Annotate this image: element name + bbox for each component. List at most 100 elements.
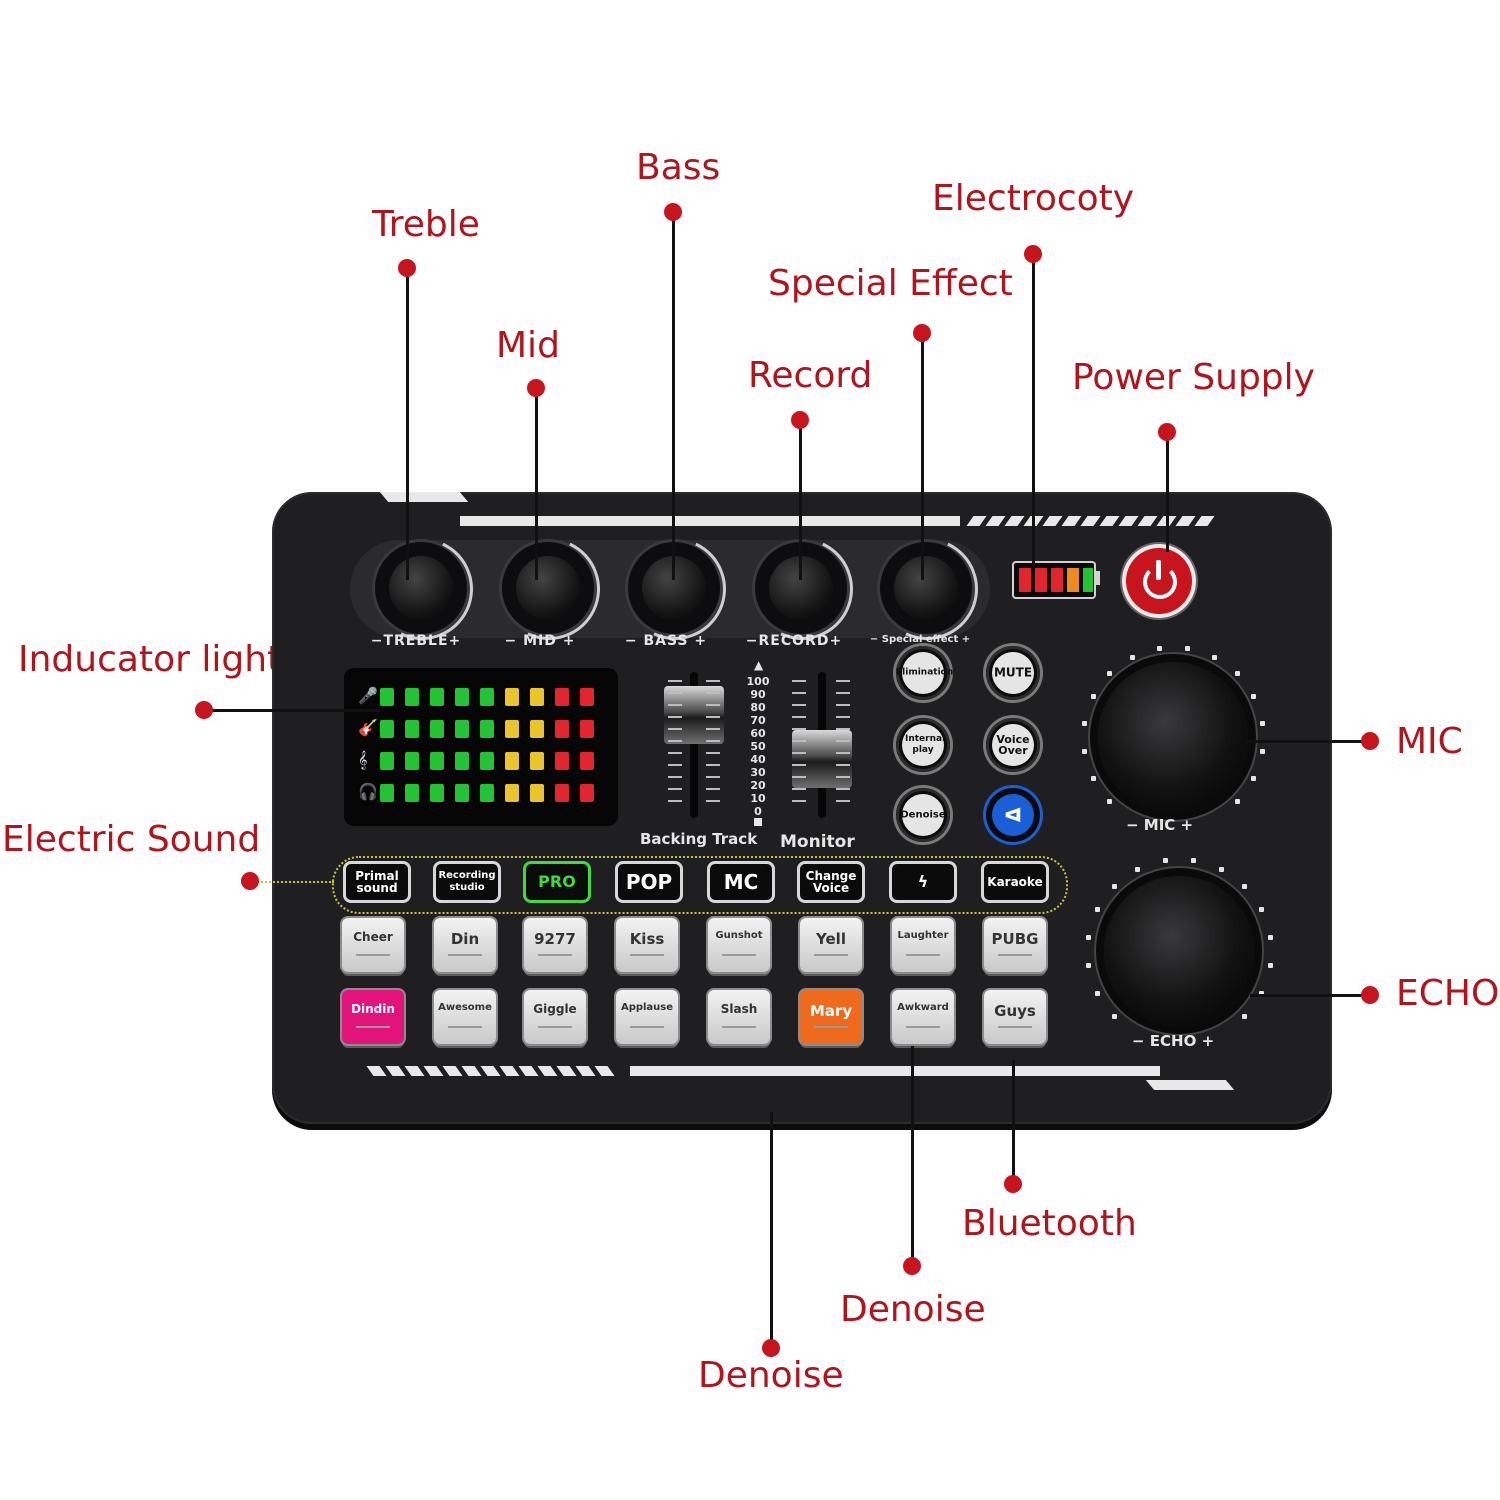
fader-tick-mark [706,740,720,742]
callout-record: Record [748,355,873,396]
level-led [430,688,444,706]
effect-button--[interactable]: ϟ [892,864,954,900]
backing-track-fader[interactable] [664,686,724,744]
level-led [530,752,544,770]
music-note-icon: 𝄞 [358,750,368,769]
pad-dindin[interactable]: Dindin [342,990,404,1044]
echo-knob-label: − ECHO + [1132,1032,1215,1050]
level-led [580,784,594,802]
pad-awesome[interactable]: Awesome [434,990,496,1044]
knob-tick-dot [1191,858,1197,864]
knob-tick-dot [1242,1014,1248,1020]
fader-tick-mark [792,752,806,754]
bass-knob[interactable] [609,523,741,655]
effect-button-primal-sound[interactable]: Primal sound [346,864,408,900]
knob-tick-dot [1185,646,1191,652]
leader-power-supply [1166,432,1169,552]
leader-denoise-lower [770,1112,773,1348]
fader-tick-mark [792,728,806,730]
fader-tick-mark [836,728,850,730]
fader-scale-tick: 0 [754,805,762,818]
level-led [455,720,469,738]
fader-tick-mark [706,800,720,802]
effect-button-karaoke[interactable]: Karaoke [984,864,1046,900]
pad-yell[interactable]: Yell [800,918,862,972]
guitar-icon: 🎸 [358,718,378,737]
pad-giggle[interactable]: Giggle [524,990,586,1044]
fader-tick-mark [836,788,850,790]
fader-tick-mark [668,740,682,742]
pad-gunshot[interactable]: Gunshot [708,918,770,972]
dot-echo [1361,986,1379,1004]
pad-9277[interactable]: 9277 [524,918,586,972]
fader-tick-mark [836,776,850,778]
top-bar-decoration [379,492,469,502]
monitor-fader[interactable] [792,730,852,788]
fader-tick-mark [792,680,806,682]
internal-play-button[interactable]: Internal play [896,718,950,772]
knob-tick-dot [1242,883,1248,889]
knob-tick-dot [1086,934,1092,940]
dot-power-supply [1158,423,1176,441]
dot-indicator-light [195,701,213,719]
leader-record [799,420,802,580]
pad-guys[interactable]: Guys [984,990,1046,1044]
level-led [580,720,594,738]
dot-mic [1361,732,1379,750]
echo-knob[interactable] [1104,876,1254,1026]
effect-button-mc[interactable]: MC [710,864,772,900]
level-led [455,784,469,802]
knob-tick-dot [1095,907,1101,913]
battery-indicator [1012,561,1096,599]
knob-tick-dot [1095,990,1101,996]
callout-electrocoty: Electrocoty [932,178,1135,219]
effect-button-pro[interactable]: PRO [526,864,588,900]
pad-awkward[interactable]: Awkward [892,990,954,1044]
mid-knob[interactable] [483,523,615,655]
effect-button-pop[interactable]: POP [618,864,680,900]
knob-tick-dot [1135,867,1141,873]
fader-tick-mark [706,788,720,790]
power-button[interactable] [1126,548,1192,614]
level-led [505,784,519,802]
pad-pubg[interactable]: PUBG [984,918,1046,972]
effect-button-change-voice[interactable]: Change Voice [800,864,862,900]
denoise-button[interactable]: Denoise [896,788,950,842]
callout-bluetooth: Bluetooth [962,1203,1137,1244]
bottom-bar-long [630,1066,1160,1076]
fader-scale-tick: 100 [746,675,770,688]
callout-mid: Mid [496,325,560,366]
level-led [405,752,419,770]
bluetooth-button[interactable]: ᐊ [986,788,1040,842]
dot-denoise-upper [903,1257,921,1275]
leader-electric-sound [250,881,334,883]
mic-volume-knob[interactable] [1098,662,1248,812]
voice-over-button[interactable]: Voice Over [986,718,1040,772]
fader-tick-mark [836,716,850,718]
treble-knob[interactable] [356,523,488,655]
fader-tick-mark [706,752,720,754]
fader-scale-tick: 30 [750,766,766,779]
pad-slash[interactable]: Slash [708,990,770,1044]
elimination-button[interactable]: Elimination [896,646,953,700]
special-effect-knob[interactable] [861,523,993,655]
pad-din[interactable]: Din [434,918,496,972]
level-led [480,752,494,770]
pad-cheer[interactable]: Cheer [342,918,404,972]
pad-mary[interactable]: Mary [800,990,862,1044]
pad-kiss[interactable]: Kiss [616,918,678,972]
pad-laughter[interactable]: Laughter [892,918,954,972]
knob-tick-dot [1082,749,1088,755]
fader-tick-mark [706,728,720,730]
knob-tick-dot [1267,963,1273,969]
level-led [555,688,569,706]
effect-button-recording-studio[interactable]: Recording studio [436,864,498,900]
leader-mid [535,388,538,580]
mute-button[interactable]: MUTE [986,646,1040,700]
leader-indicator-light [204,709,380,712]
fader-tick-mark [706,680,720,682]
level-led [555,720,569,738]
pad-applause[interactable]: Applause [616,990,678,1044]
bottom-bar-decoration [1145,1080,1235,1090]
knob-tick-dot [1090,694,1096,700]
